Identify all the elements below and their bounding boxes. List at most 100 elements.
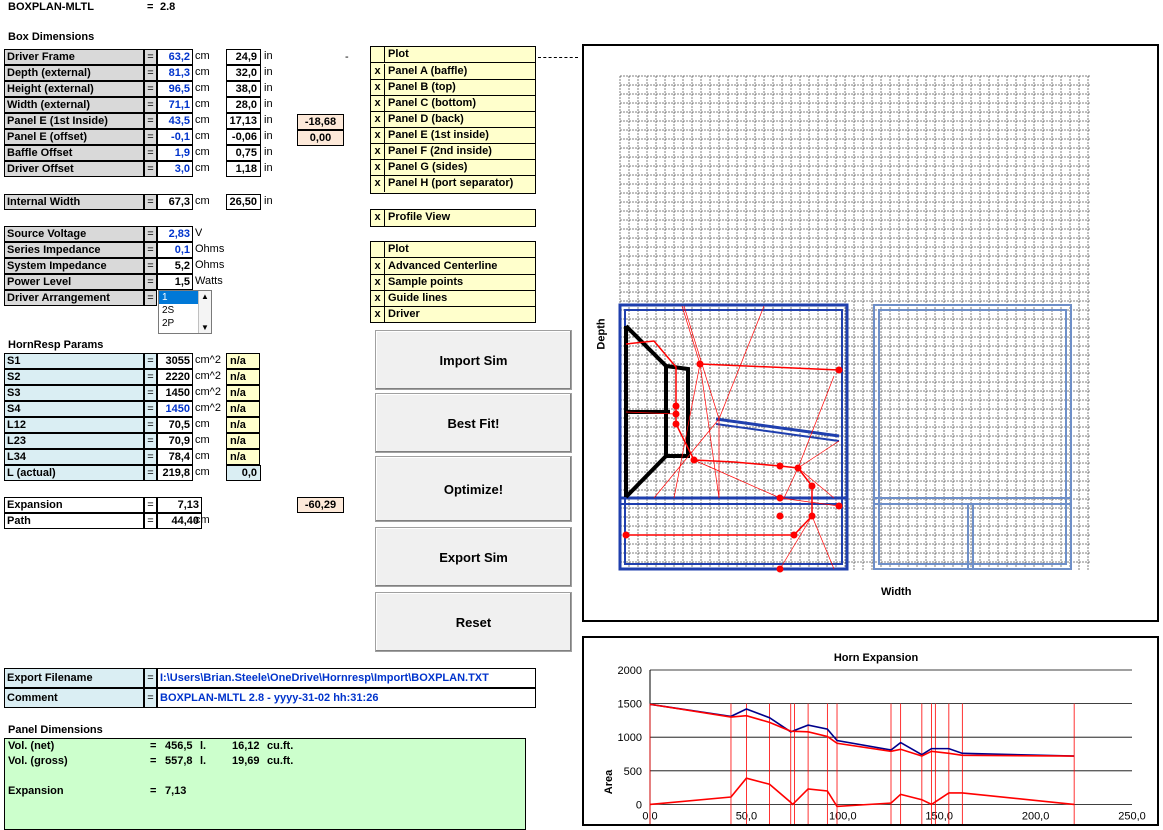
electrical-value[interactable]: 2,83 [157, 226, 193, 242]
arrangement-option[interactable]: 1 [159, 291, 198, 304]
y-tick-label: 1500 [618, 699, 642, 711]
hornresp-label: S1 [4, 353, 144, 369]
box-dim-eq: = [144, 129, 157, 145]
plot-panel-label: Panel F (2nd inside) [388, 145, 492, 157]
sample-point [835, 502, 843, 510]
hornresp-unit: cm^2 [195, 370, 221, 382]
hornresp-unit: cm [195, 450, 210, 462]
guide-line [673, 363, 701, 499]
electrical-unit: Watts [195, 275, 223, 287]
horn-expansion-svg: Horn Expansion2000150010005000-5000,050,… [603, 652, 1146, 824]
listbox-scrollbar[interactable]: ▲ ▼ [198, 291, 211, 333]
app-version: 2.8 [160, 1, 176, 13]
arrangement-option[interactable]: 2P [162, 318, 175, 329]
plot-panel-label: Panel H (port separator) [388, 177, 514, 189]
box-dim-inch-unit: in [264, 98, 273, 110]
panel-dim-value-2: 16,12 [232, 740, 260, 752]
export-sim-button[interactable]: Export Sim [375, 527, 572, 587]
centerline-branch [699, 363, 840, 371]
electrical-label: Power Level [4, 274, 144, 290]
hornresp-eq: = [144, 369, 157, 385]
box-dim-eq: = [144, 49, 157, 65]
plot-panel-label: Panel D (back) [388, 113, 464, 125]
box-dim-label: Baffle Offset [4, 145, 144, 161]
panel-dim-unit: l. [200, 755, 207, 767]
sample-point [794, 464, 802, 472]
box-dim-input[interactable]: 81,3 [157, 65, 193, 81]
arrangement-option[interactable]: 2S [162, 305, 175, 316]
hornresp-value[interactable]: 1450 [157, 401, 193, 417]
chevron-down-icon[interactable]: ▼ [201, 323, 209, 332]
box-dim-label: Driver Offset [4, 161, 144, 177]
box-dim-input[interactable]: -0,1 [157, 129, 193, 145]
electrical-value[interactable]: 0,1 [157, 242, 193, 258]
hornresp-eq: = [144, 401, 157, 417]
profile-grid [619, 75, 1091, 570]
hornresp-eq: = [144, 417, 157, 433]
export-filename-input[interactable]: I:\Users\Brian.Steele\OneDrive\Hornresp\… [157, 668, 536, 688]
check-mark: x [371, 112, 385, 127]
y-tick-label: 2000 [618, 665, 642, 677]
box-dim-inches: 32,0 [226, 65, 261, 81]
box-dim-inches: 0,75 [226, 145, 261, 161]
hornresp-label: L12 [4, 417, 144, 433]
hornresp-target: 0,0 [226, 465, 261, 481]
button-label: Export Sim [439, 550, 508, 565]
check-mark: x [371, 96, 385, 111]
dash-mark: - [345, 51, 349, 63]
internal-width-inches: 26,50 [226, 194, 261, 210]
box-dim-inch-unit: in [264, 66, 273, 78]
box-dim-unit: cm [195, 114, 210, 126]
box-dim-inch-unit: in [264, 146, 273, 158]
box-dim-input[interactable]: 3,0 [157, 161, 193, 177]
best-fit-button[interactable]: Best Fit! [375, 393, 572, 453]
reset-button[interactable]: Reset [375, 592, 572, 652]
chevron-up-icon[interactable]: ▲ [201, 292, 209, 301]
hornresp-target: n/a [226, 401, 260, 417]
box-dim-eq: = [144, 81, 157, 97]
guide-line [783, 467, 799, 499]
box-dim-inches: 24,9 [226, 49, 261, 65]
import-sim-button[interactable]: Import Sim [375, 330, 572, 390]
box-dim-input[interactable]: 43,5 [157, 113, 193, 129]
plot-option-label: Driver [388, 308, 420, 320]
comment-input[interactable]: BOXPLAN-MLTL 2.8 - yyyy-31-02 hh:31:26 [157, 688, 536, 708]
check-mark: x [371, 291, 385, 306]
box-dim-input[interactable]: 63,2 [157, 49, 193, 65]
guide-line [779, 497, 840, 507]
box-dim-input[interactable]: 71,1 [157, 97, 193, 113]
box-dim-input[interactable]: 96,5 [157, 81, 193, 97]
box-dim-input[interactable]: 1,9 [157, 145, 193, 161]
panel-dim-label: Vol. (net) [8, 740, 55, 752]
plot-panel-label: Panel A (baffle) [388, 65, 468, 77]
optimize-button[interactable]: Optimize! [375, 456, 572, 522]
internal-width-eq: = [144, 194, 157, 210]
export-filename-eq: = [144, 668, 157, 688]
check-mark: x [371, 128, 385, 143]
hornresp-unit: cm [195, 466, 210, 478]
x-tick-label: 100,0 [829, 810, 857, 822]
hornresp-eq: = [144, 465, 157, 481]
hornresp-label: S2 [4, 369, 144, 385]
box-dim-label: Width (external) [4, 97, 144, 113]
electrical-eq: = [144, 242, 157, 258]
profile-x-axis-label: Width [881, 586, 912, 598]
series-line-1 [649, 703, 1075, 757]
electrical-unit: Ohms [195, 259, 225, 271]
